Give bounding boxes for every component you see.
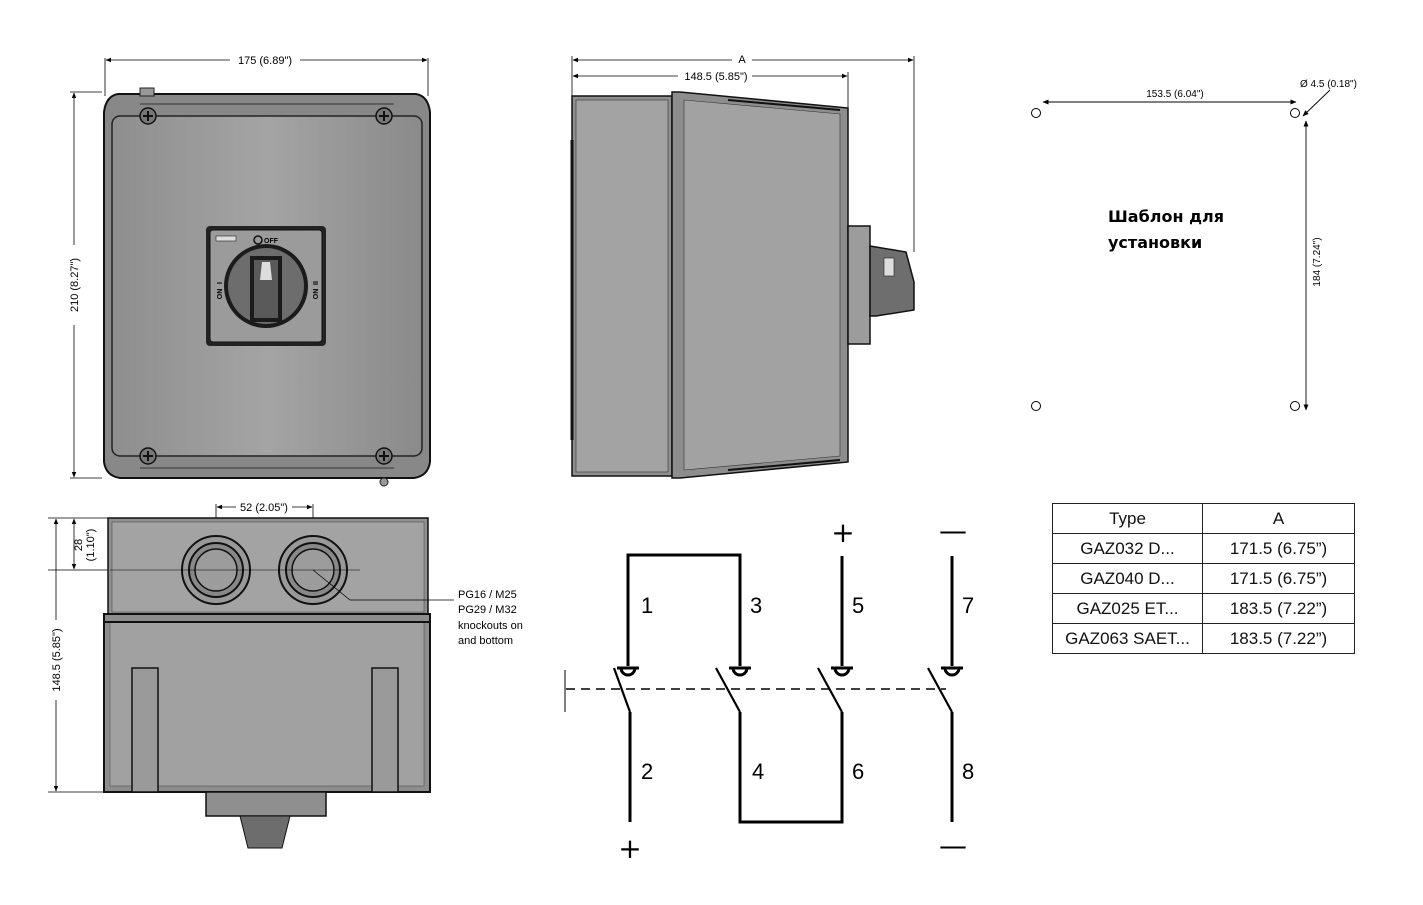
terminal-6: 6 bbox=[852, 759, 864, 784]
mounting-template: 153.5 (6.04") 184 (7.24") Ø 4.5 (0.18") … bbox=[1031, 79, 1357, 411]
minus-bottom: — bbox=[939, 829, 967, 862]
switch-pos1-on: ON bbox=[217, 289, 224, 300]
table-row: GAZ025 ET... 183.5 (7.22”) bbox=[1052, 593, 1355, 624]
template-caption-2: установки bbox=[1108, 233, 1202, 252]
terminal-5: 5 bbox=[852, 593, 864, 618]
mount-hole bbox=[1031, 108, 1041, 118]
type-cell: GAZ063 SAET... bbox=[1052, 623, 1203, 654]
mount-vertical-label: 184 (7.24") bbox=[1312, 237, 1323, 286]
a-cell: 183.5 (7.22”) bbox=[1202, 593, 1355, 624]
plus-top: + bbox=[831, 516, 854, 549]
terminal-4: 4 bbox=[752, 759, 764, 784]
screw-icon bbox=[139, 107, 157, 125]
header-type: Type bbox=[1052, 503, 1203, 534]
mount-hole bbox=[1031, 401, 1041, 411]
front-height-label: 210 (8.27") bbox=[69, 258, 81, 312]
type-cell: GAZ040 D... bbox=[1052, 563, 1203, 594]
front-view: 175 (6.89") 210 (8.27") bbox=[69, 55, 431, 487]
terminal-3: 3 bbox=[750, 593, 762, 618]
bottom-offset-mm: 28 bbox=[73, 539, 85, 551]
side-view: A 148.5 (5.85") bbox=[570, 54, 915, 479]
terminal-7: 7 bbox=[962, 593, 974, 618]
knockout-note-2: PG29 / M32 bbox=[458, 604, 517, 616]
a-cell: 183.5 (7.22”) bbox=[1202, 623, 1355, 654]
hole-diameter-label: Ø 4.5 (0.18") bbox=[1300, 79, 1357, 90]
rotary-switch: OFF I ON II ON bbox=[206, 226, 326, 346]
table-row: GAZ040 D... 171.5 (6.75”) bbox=[1052, 563, 1355, 594]
wiring-diagram bbox=[564, 553, 963, 824]
switch-pos2-on: ON bbox=[313, 289, 320, 300]
bottom-view: 52 (2.05") 28 (1.10") 148.5 (5.85") bbox=[48, 502, 523, 849]
front-width-label: 175 (6.89") bbox=[238, 55, 292, 67]
a-cell: 171.5 (6.75”) bbox=[1202, 563, 1355, 594]
knockout-note-3: knockouts on bbox=[458, 620, 523, 632]
switch-pos1-num: I bbox=[217, 282, 224, 284]
header-a: A bbox=[1202, 503, 1355, 534]
knockout-note-4: and bottom bbox=[458, 635, 513, 647]
screw-icon bbox=[139, 447, 157, 465]
terminal-8: 8 bbox=[962, 759, 974, 784]
template-caption-1: Шаблон для bbox=[1108, 207, 1224, 226]
type-cell: GAZ025 ET... bbox=[1052, 593, 1203, 624]
side-depth-label: 148.5 (5.85") bbox=[684, 71, 747, 83]
terminal-1: 1 bbox=[641, 593, 653, 618]
mount-horizontal-label: 153.5 (6.04") bbox=[1146, 89, 1203, 100]
mount-hole bbox=[1290, 401, 1300, 411]
a-cell: 171.5 (6.75”) bbox=[1202, 533, 1355, 564]
mount-hole bbox=[1290, 108, 1300, 118]
switch-off-label: OFF bbox=[264, 238, 279, 245]
screw-icon bbox=[375, 447, 393, 465]
table-header-row: Type A bbox=[1052, 503, 1355, 534]
wiring-labels: 1 3 5 7 2 4 6 8 + — + — bbox=[618, 514, 974, 865]
screw-icon bbox=[375, 107, 393, 125]
bottom-offset-in: (1.10") bbox=[85, 529, 97, 562]
side-overall-label: A bbox=[738, 54, 746, 66]
switch-pos2-num: II bbox=[313, 281, 320, 285]
terminal-2: 2 bbox=[641, 759, 653, 784]
minus-top: — bbox=[939, 514, 967, 547]
plus-bottom: + bbox=[618, 832, 641, 865]
knockout-note-1: PG16 / M25 bbox=[458, 589, 517, 601]
type-cell: GAZ032 D... bbox=[1052, 533, 1203, 564]
bottom-spacing-label: 52 (2.05") bbox=[240, 502, 288, 514]
table-row: GAZ032 D... 171.5 (6.75”) bbox=[1052, 533, 1355, 564]
table-row: GAZ063 SAET... 183.5 (7.22”) bbox=[1052, 623, 1355, 654]
bottom-depth-label: 148.5 (5.85") bbox=[51, 628, 63, 691]
type-dimension-table: Type A GAZ032 D... 171.5 (6.75”) GAZ040 … bbox=[1052, 503, 1355, 654]
